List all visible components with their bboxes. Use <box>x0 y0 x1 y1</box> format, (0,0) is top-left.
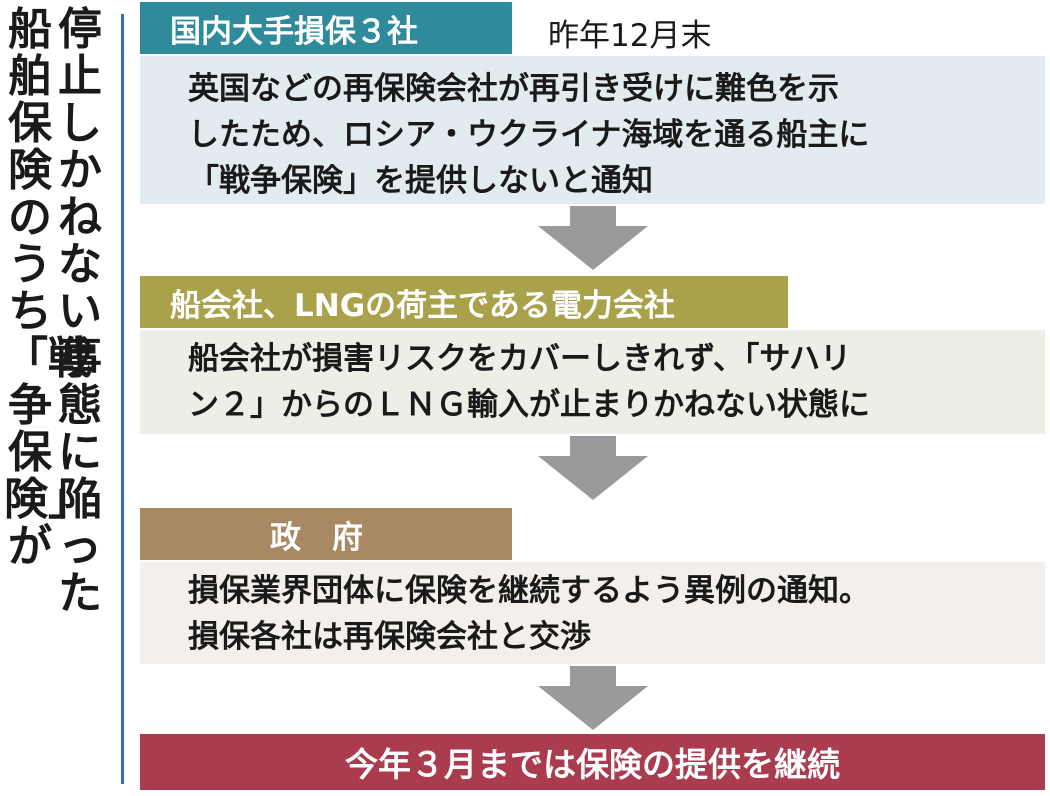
step-3-line-2: 損保各社は再保険会社と交渉 <box>188 619 591 655</box>
step-2-line-1: 船会社が損害リスクをカバーしきれず、「サハリ <box>188 341 852 377</box>
step-2-header: 船会社、LNGの荷主である電力会社 <box>140 276 788 328</box>
headline-column-2: 停止しかねない事態に陥った <box>58 4 102 619</box>
step-2-line-2: ン２」からのＬＮＧ輸入が止まりかねない状態に <box>188 387 870 423</box>
step-3-header: 政 府 <box>140 508 512 560</box>
step-1-line-3: 「戦争保険」を提供しないと通知 <box>188 163 653 199</box>
step-1-body: 英国などの再保険会社が再引き受けに難色を示 したため、ロシア・ウクライナ海域を通… <box>140 56 1045 204</box>
step-1-line-1: 英国などの再保険会社が再引き受けに難色を示 <box>188 71 839 107</box>
step-1-header: 国内大手損保３社 <box>140 2 512 54</box>
step-2-body: 船会社が損害リスクをカバーしきれず、「サハリ ン２」からのＬＮＧ輸入が止まりかね… <box>140 330 1045 434</box>
step-3-line-1: 損保業界団体に保険を継続するよう異例の通知。 <box>188 573 870 609</box>
step-1-date-note: 昨年12月末 <box>548 18 712 54</box>
step-3-body: 損保業界団体に保険を継続するよう異例の通知。 損保各社は再保険会社と交渉 <box>140 562 1045 664</box>
down-arrow-icon <box>538 206 648 270</box>
down-arrow-icon <box>538 436 648 500</box>
down-arrow-icon <box>538 666 648 730</box>
divider-rule <box>121 14 124 784</box>
final-outcome-banner: 今年３月までは保険の提供を継続 <box>140 734 1045 790</box>
step-1-line-2: したため、ロシア・ウクライナ海域を通る船主に <box>188 117 870 153</box>
headline-column-1: 船舶保険のうち「戦争保険」が <box>4 4 92 572</box>
